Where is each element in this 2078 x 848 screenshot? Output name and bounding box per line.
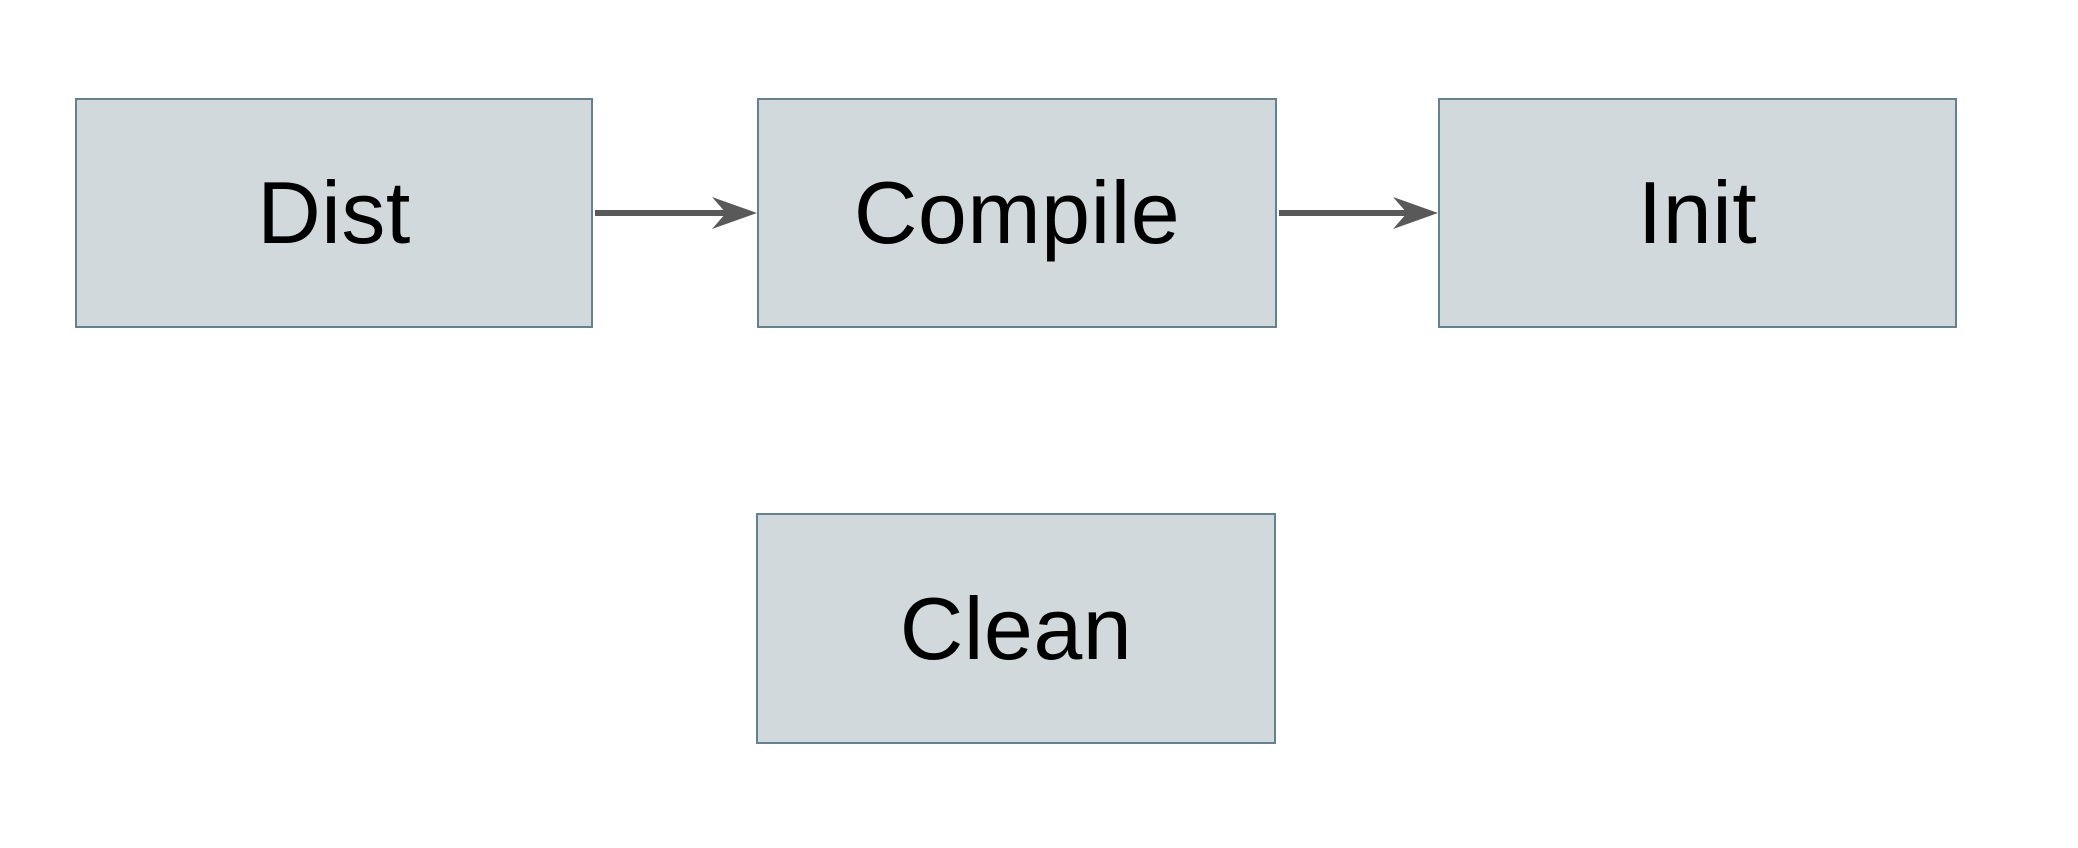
arrowhead-right-icon <box>712 197 757 229</box>
connector-compile-to-init[interactable] <box>1279 197 1438 229</box>
node-compile[interactable]: Compile <box>757 98 1277 328</box>
node-dist-label: Dist <box>257 163 411 262</box>
arrowhead-right-icon <box>1393 197 1438 229</box>
node-clean-label: Clean <box>899 578 1133 678</box>
node-compile-label: Compile <box>853 163 1181 262</box>
node-dist[interactable]: Dist <box>75 98 593 328</box>
node-clean[interactable]: Clean <box>756 513 1276 744</box>
node-init[interactable]: Init <box>1438 98 1957 328</box>
node-init-label: Init <box>1637 163 1758 262</box>
connector-dist-to-compile[interactable] <box>595 197 757 229</box>
